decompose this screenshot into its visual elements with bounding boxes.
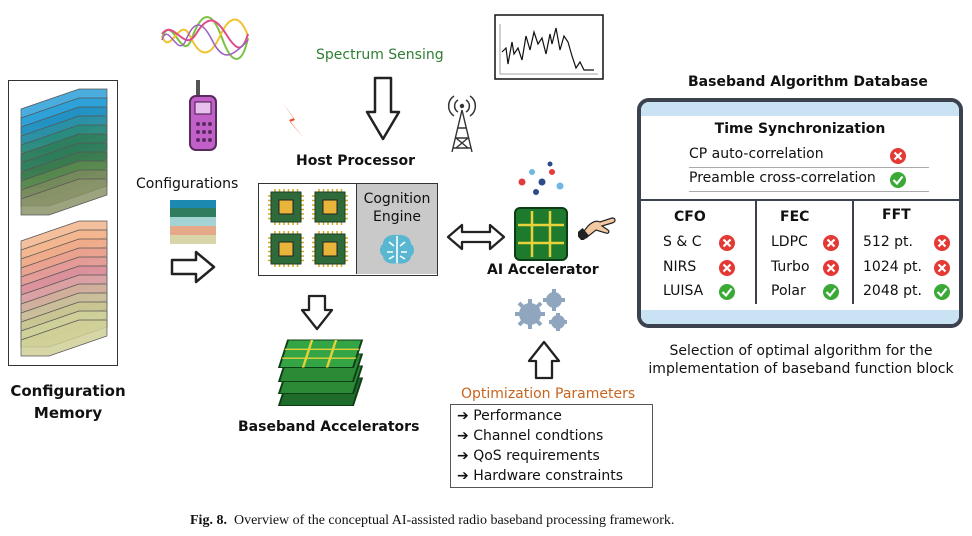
cpu-chip [312,189,348,225]
algo-label: Turbo [771,259,810,275]
arrow-right-icon: ➔ [457,428,469,444]
figure-caption: Fig. 8. Overview of the conceptual AI-as… [190,513,674,529]
arrow-down-spectrum [365,76,401,141]
radio-waves-icon [161,16,249,60]
cross-icon [934,260,950,276]
memory-layer [20,319,108,357]
cross-icon [719,235,735,251]
spectrum-sensing-label: Spectrum Sensing [316,47,444,63]
algo-label: 1024 pt. [863,259,922,275]
database-caption: Selection of optimal algorithm for the i… [648,343,954,377]
database-divider [641,199,959,201]
column-title-fec: FEC [780,209,810,225]
check-icon [890,172,906,188]
brain-icon [380,234,414,264]
cross-icon [823,235,839,251]
ai-accelerator-chip-icon [514,207,568,261]
hand-pointer-icon [578,217,616,240]
host-processor-title: Host Processor [296,153,415,169]
optimization-item: ➔ Hardware constraints [457,468,624,484]
configuration-stack-icon [170,200,216,244]
arrow-up-optimization [527,340,561,380]
arrow-right-icon: ➔ [457,408,469,424]
molecule-dots-icon [518,161,564,195]
double-arrow-icon [446,223,506,251]
lightning-icon [282,102,304,138]
time-sync-row: CP auto-correlation [689,145,929,168]
algo-label: 2048 pt. [863,283,922,299]
cognition-engine-line1: Cognition [363,191,431,207]
figure-caption-label: Fig. 8. [190,513,227,528]
database-top-band [641,102,959,116]
antenna-tower-icon [447,95,477,153]
optimization-item: ➔ QoS requirements [457,448,600,464]
cpu-chip [268,189,304,225]
cross-icon [823,260,839,276]
figure-caption-text: Overview of the conceptual AI-assisted r… [233,513,675,528]
configuration-memory-panel [8,80,118,366]
optimization-item: ➔ Channel condtions [457,428,604,444]
database-title: Baseband Algorithm Database [688,74,928,90]
column-title-cfo: CFO [674,209,706,225]
time-sync-row: Preamble cross-correlation [689,169,929,192]
algo-label: NIRS [663,259,697,275]
check-icon [823,284,839,300]
gears-icon [515,289,567,331]
algo-label: LUISA [663,283,704,299]
memory-layers-graphic [20,88,108,357]
arrow-right-icon: ➔ [457,448,469,464]
arrow-right-configurations [170,250,216,284]
arrow-right-icon: ➔ [457,468,469,484]
optimization-parameters-title: Optimization Parameters [461,386,636,402]
algo-label: S & C [663,234,702,250]
memory-layer [20,178,108,216]
cognition-engine-box: Cognition Engine [356,184,437,274]
column-title-fft: FFT [882,207,911,223]
time-sync-label: CP auto-correlation [689,146,824,162]
host-processor-box: Cognition Engine [258,183,438,276]
optimization-parameters-box: ➔ Performance ➔ Channel condtions ➔ QoS … [450,404,653,488]
arrow-down-host [300,294,334,331]
database-bottom-band [641,310,959,324]
baseband-accelerator-chips [277,339,364,407]
check-icon [934,284,950,300]
cpu-chip [268,231,304,267]
algo-label: LDPC [771,234,808,250]
check-icon [719,284,735,300]
cpu-chip [312,231,348,267]
walkie-talkie-icon [189,80,217,151]
database-box: Time Synchronization CP auto-correlation… [637,98,963,328]
time-sync-title: Time Synchronization [714,121,886,137]
time-sync-label: Preamble cross-correlation [689,170,876,186]
cross-icon [934,235,950,251]
column-divider [852,201,854,304]
ai-accelerator-title: AI Accelerator [487,262,599,278]
algo-label: Polar [771,283,806,299]
cross-icon [719,260,735,276]
processor-chips [268,189,348,267]
baseband-accelerators-title: Baseband Accelerators [238,419,420,435]
cognition-engine-line2: Engine [373,209,421,225]
optimization-item: ➔ Performance [457,408,562,424]
cross-icon [890,148,906,164]
algo-label: 512 pt. [863,234,913,250]
spectrum-plot-icon [494,14,604,80]
configuration-memory-title: Configuration Memory [10,382,126,422]
column-divider [755,201,757,304]
configurations-label: Configurations [136,176,239,192]
